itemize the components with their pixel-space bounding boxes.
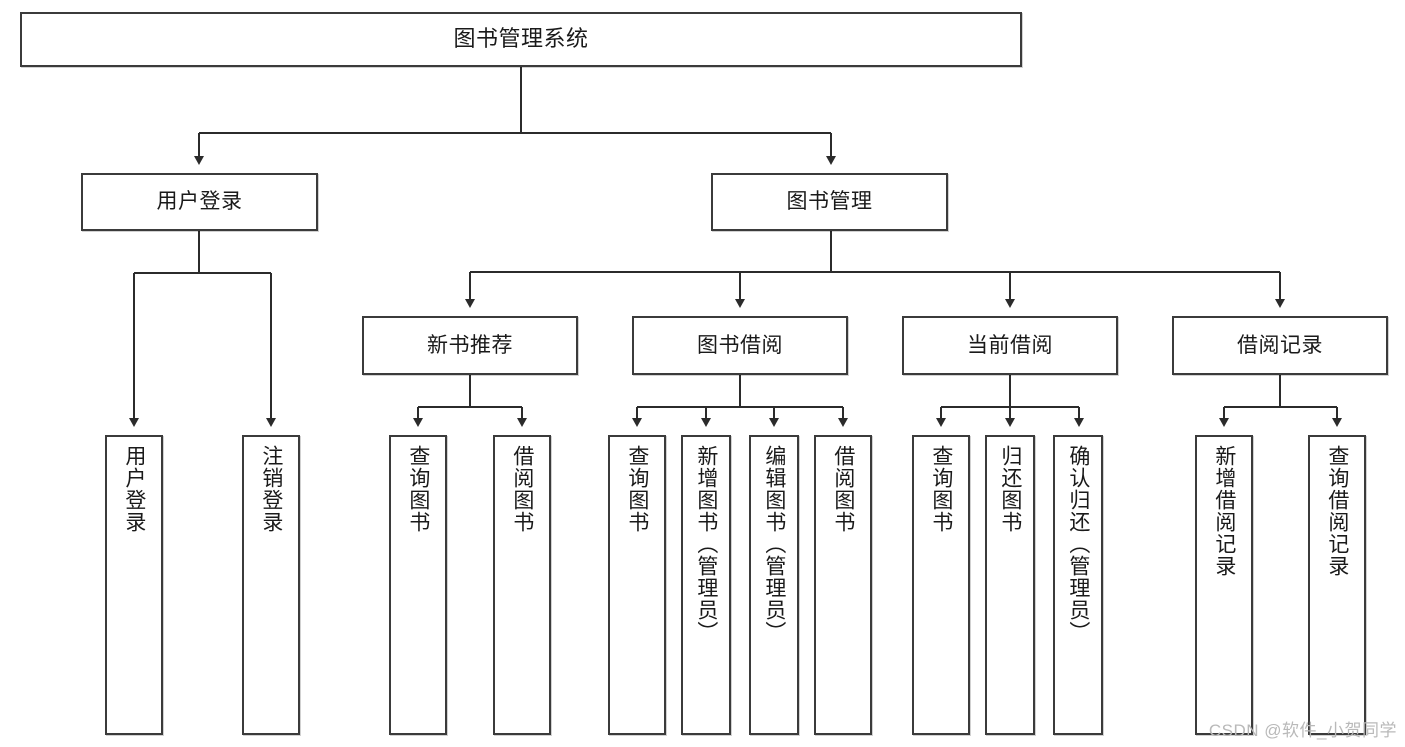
node-new-book-recommend[interactable]: 新书推荐 bbox=[362, 316, 578, 375]
node-label: 用户登录 bbox=[122, 445, 146, 533]
node-label: 新书推荐 bbox=[427, 333, 513, 357]
node-label: 图书借阅 bbox=[697, 333, 783, 357]
node-label: 借阅记录 bbox=[1237, 333, 1323, 357]
node-label: 借阅图书 bbox=[831, 445, 855, 533]
leaf-book-borrow-query-book[interactable]: 查询图书 bbox=[608, 435, 666, 735]
node-label: 用户登录 bbox=[156, 190, 243, 214]
node-label: 注销登录 bbox=[259, 445, 283, 533]
node-current-borrow[interactable]: 当前借阅 bbox=[902, 316, 1118, 375]
leaf-current-borrow-query-book[interactable]: 查询图书 bbox=[912, 435, 970, 735]
node-root-library-system[interactable]: 图书管理系统 bbox=[20, 12, 1022, 67]
leaf-user-login-logout[interactable]: 注销登录 bbox=[242, 435, 300, 735]
node-label: 借阅图书 bbox=[510, 445, 534, 533]
leaf-borrow-record-query-record[interactable]: 查询借阅记录 bbox=[1308, 435, 1366, 735]
leaf-new-book-borrow-book[interactable]: 借阅图书 bbox=[493, 435, 551, 735]
leaf-book-borrow-borrow-book[interactable]: 借阅图书 bbox=[814, 435, 872, 735]
node-label: 图书管理系统 bbox=[453, 26, 589, 52]
leaf-current-borrow-return-book[interactable]: 归还图书 bbox=[985, 435, 1035, 735]
node-label: 查询借阅记录 bbox=[1325, 445, 1349, 577]
node-label: 图书管理 bbox=[786, 190, 873, 214]
node-label: 确认归还（管理员） bbox=[1066, 445, 1090, 643]
node-label: 新增借阅记录 bbox=[1212, 445, 1236, 577]
node-label: 查询图书 bbox=[406, 445, 430, 533]
leaf-book-borrow-add-book-admin[interactable]: 新增图书（管理员） bbox=[681, 435, 731, 735]
node-label: 查询图书 bbox=[625, 445, 649, 533]
node-label: 编辑图书（管理员） bbox=[762, 445, 786, 643]
node-label: 当前借阅 bbox=[967, 333, 1053, 357]
leaf-user-login-login[interactable]: 用户登录 bbox=[105, 435, 163, 735]
node-label: 新增图书（管理员） bbox=[694, 445, 718, 643]
leaf-new-book-query-book[interactable]: 查询图书 bbox=[389, 435, 447, 735]
node-book-borrow[interactable]: 图书借阅 bbox=[632, 316, 848, 375]
watermark-text: CSDN @软件_小贺同学 bbox=[1208, 721, 1397, 740]
leaf-borrow-record-add-record[interactable]: 新增借阅记录 bbox=[1195, 435, 1253, 735]
node-user-login[interactable]: 用户登录 bbox=[81, 173, 318, 231]
node-label: 归还图书 bbox=[998, 445, 1022, 533]
node-book-management[interactable]: 图书管理 bbox=[711, 173, 948, 231]
leaf-current-borrow-confirm-return-admin[interactable]: 确认归还（管理员） bbox=[1053, 435, 1103, 735]
node-label: 查询图书 bbox=[929, 445, 953, 533]
leaf-book-borrow-edit-book-admin[interactable]: 编辑图书（管理员） bbox=[749, 435, 799, 735]
node-borrow-record[interactable]: 借阅记录 bbox=[1172, 316, 1388, 375]
